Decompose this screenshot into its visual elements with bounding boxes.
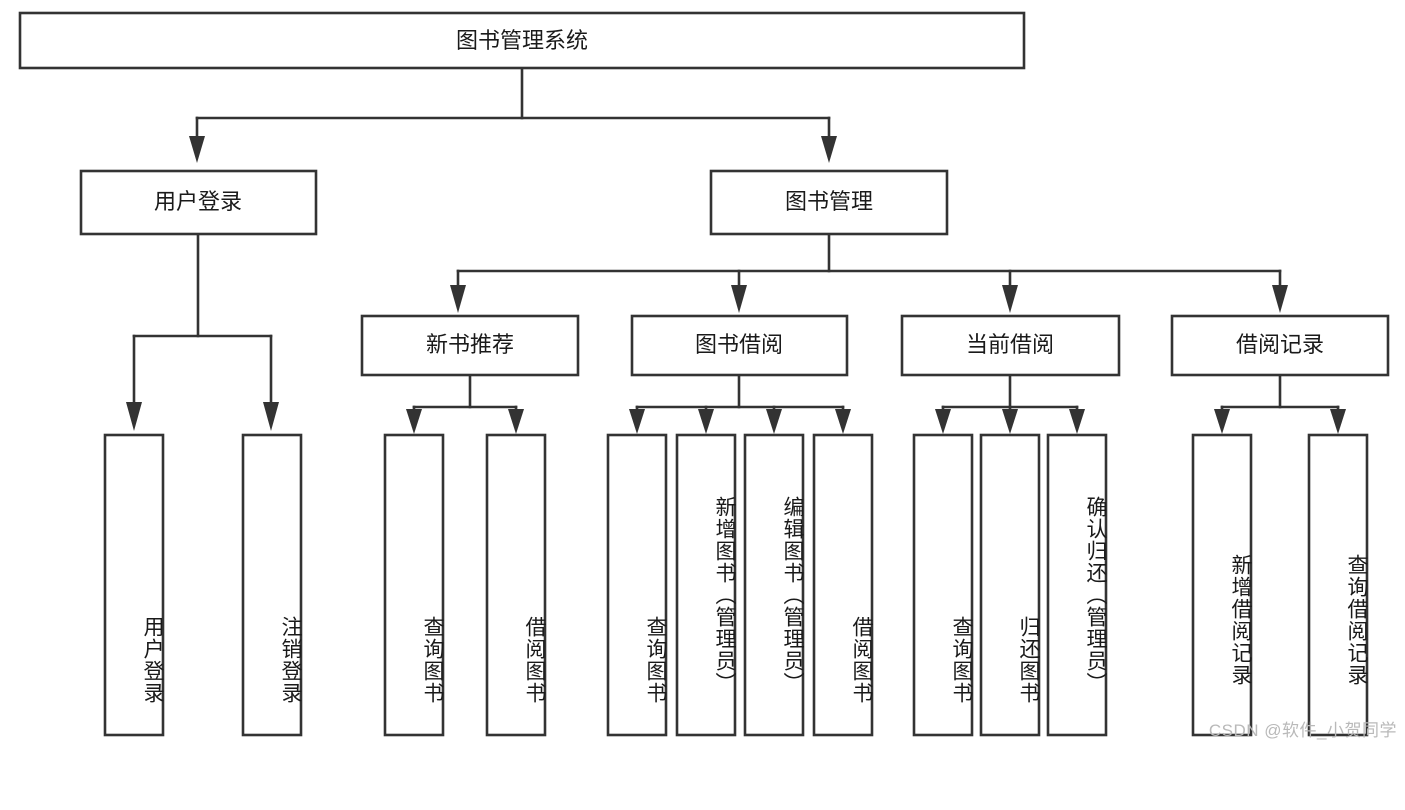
arrow-head-br-leaf2 (1330, 409, 1346, 434)
leaf-box-bb-edit-book[interactable] (743, 433, 805, 737)
node-borrow-record-label: 借阅记录 (1236, 332, 1324, 357)
arrow-head-leaf-user-login (126, 402, 142, 431)
connector-group-book-manage-children (450, 232, 1288, 313)
node-book-borrow-box[interactable] (630, 314, 849, 377)
leaf-box-br-query-record[interactable] (1307, 433, 1369, 737)
node-current-borrow-label: 当前借阅 (966, 332, 1054, 357)
arrow-head-bb-leaf3 (766, 409, 782, 434)
leaf-box-bb-query-book[interactable] (606, 433, 668, 737)
arrow-head-user-login (189, 136, 205, 163)
node-root-label: 图书管理系统 (456, 28, 588, 53)
flowchart-canvas: 图书管理系统 用户登录 图书管理 新书推荐 图书借阅 当前借阅 借阅记录 (18, 11, 1390, 737)
node-book-manage-box[interactable] (709, 169, 949, 236)
connector-group-current-borrow-children (935, 373, 1085, 434)
arrow-head-bb-leaf2 (698, 409, 714, 434)
arrow-head-nb-leaf1 (406, 409, 422, 434)
leaf-box-cb-return-book[interactable] (979, 433, 1041, 737)
node-book-manage[interactable]: 图书管理 (709, 169, 949, 236)
arrow-head-br-leaf1 (1214, 409, 1230, 434)
connector-group-new-book-children (406, 373, 524, 434)
leaf-box-bb-borrow-book[interactable] (812, 433, 874, 737)
node-book-manage-label: 图书管理 (785, 189, 873, 214)
node-book-borrow[interactable]: 图书借阅 (630, 314, 849, 377)
leaf-box-cb-query-book[interactable] (912, 433, 974, 737)
connector-group-book-borrow-children (629, 373, 851, 434)
connector-group-user-login-children (126, 232, 279, 431)
leaf-box-bb-add-book[interactable] (675, 433, 737, 737)
arrow-head-cb-leaf3 (1069, 409, 1085, 434)
leaf-box-logout[interactable] (241, 433, 303, 737)
arrow-head-leaf-logout (263, 402, 279, 431)
node-user-login-label: 用户登录 (154, 189, 242, 214)
flowchart-diagram: 图书管理系统 用户登录 图书管理 新书推荐 图书借阅 当前借阅 借阅记录 (18, 11, 1397, 740)
arrow-head-book-borrow (731, 285, 747, 313)
csdn-watermark: CSDN @软件_小贺同学 (1208, 721, 1397, 740)
arrow-head-book-manage (821, 136, 837, 163)
node-borrow-record-box[interactable] (1170, 314, 1390, 377)
node-new-book[interactable]: 新书推荐 (360, 314, 580, 377)
leaf-box-nb-borrow-book[interactable] (485, 433, 547, 737)
connector-group-root-to-level2 (189, 66, 837, 163)
node-new-book-box[interactable] (360, 314, 580, 377)
arrow-head-current-borrow (1002, 285, 1018, 313)
node-book-borrow-label: 图书借阅 (695, 332, 783, 357)
arrow-head-new-book (450, 285, 466, 313)
node-user-login-box[interactable] (79, 169, 318, 236)
node-root-box[interactable] (18, 11, 1026, 70)
arrow-head-nb-leaf2 (508, 409, 524, 434)
arrow-head-cb-leaf1 (935, 409, 951, 434)
leaf-box-nb-query-book[interactable] (383, 433, 445, 737)
node-borrow-record[interactable]: 借阅记录 (1170, 314, 1390, 377)
leaf-box-br-add-record[interactable] (1191, 433, 1253, 737)
node-user-login[interactable]: 用户登录 (79, 169, 318, 236)
arrow-head-bb-leaf1 (629, 409, 645, 434)
arrow-head-borrow-record (1272, 285, 1288, 313)
node-root[interactable]: 图书管理系统 (18, 11, 1026, 70)
arrow-head-bb-leaf4 (835, 409, 851, 434)
connector-group-borrow-record-children (1214, 373, 1346, 434)
leaf-box-cb-confirm-return[interactable] (1046, 433, 1108, 737)
leaf-box-user-login[interactable] (103, 433, 165, 737)
arrow-head-cb-leaf2 (1002, 409, 1018, 434)
node-new-book-label: 新书推荐 (426, 332, 514, 357)
node-current-borrow-box[interactable] (900, 314, 1121, 377)
node-current-borrow[interactable]: 当前借阅 (900, 314, 1121, 377)
